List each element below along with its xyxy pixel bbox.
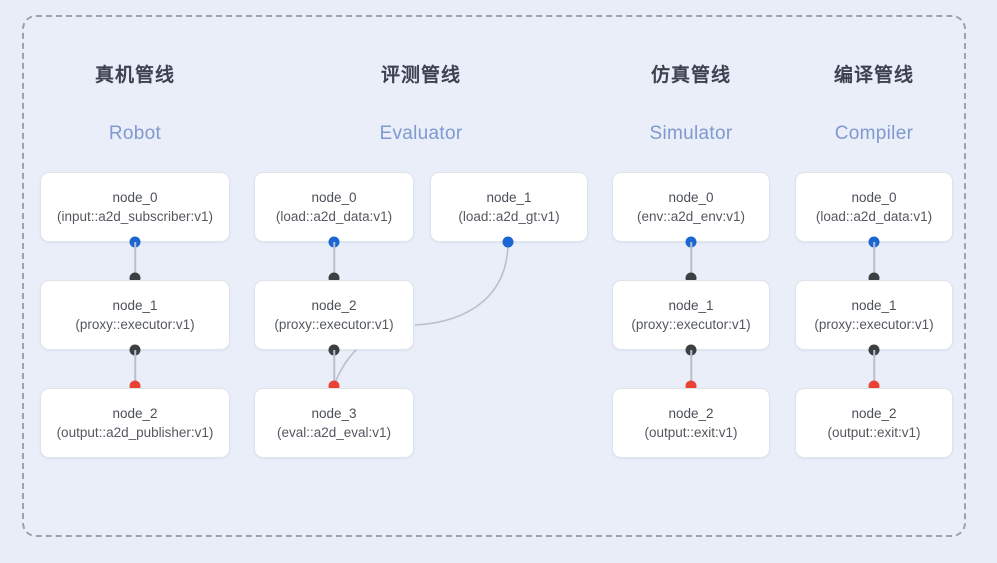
node-name: node_1 <box>851 297 897 313</box>
port-input-evaluator-2[interactable] <box>328 272 340 284</box>
node-name: node_0 <box>668 189 714 205</box>
edge-compiler-0-to-1 <box>873 242 875 278</box>
node-robot-1[interactable]: node_1 (proxy::executor:v1) <box>40 280 230 350</box>
node-type: (eval::a2d_eval:v1) <box>276 424 392 440</box>
port-input-compiler-2[interactable] <box>868 380 880 392</box>
port-input-evaluator-3[interactable] <box>328 380 340 392</box>
column-title-evaluator: 评测管线 <box>380 65 461 86</box>
node-type: (output::a2d_publisher:v1) <box>56 424 214 440</box>
node-name: node_2 <box>851 405 897 421</box>
pipeline-column-robot: 真机管线 Robot node_0 (input::a2d_subscriber… <box>40 0 230 563</box>
node-evaluator-3[interactable]: node_3 (eval::a2d_eval:v1) <box>254 388 414 458</box>
edge-evaluator-2-to-3 <box>333 350 335 386</box>
node-robot-2[interactable]: node_2 (output::a2d_publisher:v1) <box>40 388 230 458</box>
node-name: node_0 <box>311 189 357 205</box>
port-output-evaluator-gt[interactable] <box>502 236 514 248</box>
column-subtitle-evaluator: Evaluator <box>379 123 463 144</box>
node-type: (output::exit:v1) <box>827 424 921 440</box>
port-input-robot-2[interactable] <box>129 380 141 392</box>
node-name: node_0 <box>112 189 158 205</box>
node-evaluator-2[interactable]: node_2 (proxy::executor:v1) <box>254 280 414 350</box>
node-name: node_1 <box>486 189 532 205</box>
node-robot-0[interactable]: node_0 (input::a2d_subscriber:v1) <box>40 172 230 242</box>
column-title-compiler: 编译管线 <box>833 65 914 86</box>
port-input-robot-1[interactable] <box>129 272 141 284</box>
node-type: (proxy::executor:v1) <box>75 316 195 332</box>
node-name: node_2 <box>311 297 357 313</box>
node-name: node_2 <box>112 405 158 421</box>
node-type: (output::exit:v1) <box>644 424 738 440</box>
node-type: (input::a2d_subscriber:v1) <box>56 208 214 224</box>
port-input-compiler-1[interactable] <box>868 272 880 284</box>
node-simulator-0[interactable]: node_0 (env::a2d_env:v1) <box>612 172 770 242</box>
edge-simulator-0-to-1 <box>690 242 692 278</box>
edge-robot-0-to-1 <box>134 242 136 278</box>
node-type: (load::a2d_gt:v1) <box>458 208 560 224</box>
edge-compiler-1-to-2 <box>873 350 875 386</box>
column-subtitle-simulator: Simulator <box>649 123 733 144</box>
node-name: node_1 <box>112 297 158 313</box>
pipeline-column-simulator: 仿真管线 Simulator node_0 (env::a2d_env:v1) … <box>612 0 770 563</box>
node-type: (load::a2d_data:v1) <box>815 208 933 224</box>
column-subtitle-robot: Robot <box>108 123 162 144</box>
node-type: (env::a2d_env:v1) <box>636 208 746 224</box>
node-name: node_2 <box>668 405 714 421</box>
column-title-robot: 真机管线 <box>94 65 175 86</box>
node-evaluator-0[interactable]: node_0 (load::a2d_data:v1) <box>254 172 414 242</box>
pipeline-column-evaluator: 评测管线 Evaluator node_0 (load::a2d_data:v1… <box>254 0 588 563</box>
edge-robot-1-to-2 <box>134 350 136 386</box>
edge-evaluator-0-to-2 <box>333 242 335 278</box>
node-simulator-2[interactable]: node_2 (output::exit:v1) <box>612 388 770 458</box>
column-subtitle-compiler: Compiler <box>834 123 914 144</box>
edge-simulator-1-to-2 <box>690 350 692 386</box>
column-title-simulator: 仿真管线 <box>650 65 731 86</box>
node-type: (load::a2d_data:v1) <box>275 208 393 224</box>
node-simulator-1[interactable]: node_1 (proxy::executor:v1) <box>612 280 770 350</box>
node-type: (proxy::executor:v1) <box>814 316 934 332</box>
node-type: (proxy::executor:v1) <box>274 316 394 332</box>
node-compiler-0[interactable]: node_0 (load::a2d_data:v1) <box>795 172 953 242</box>
node-name: node_3 <box>311 405 357 421</box>
node-compiler-1[interactable]: node_1 (proxy::executor:v1) <box>795 280 953 350</box>
pipeline-column-compiler: 编译管线 Compiler node_0 (load::a2d_data:v1)… <box>795 0 953 563</box>
node-evaluator-gt[interactable]: node_1 (load::a2d_gt:v1) <box>430 172 588 242</box>
node-compiler-2[interactable]: node_2 (output::exit:v1) <box>795 388 953 458</box>
node-name: node_1 <box>668 297 714 313</box>
node-name: node_0 <box>851 189 897 205</box>
node-type: (proxy::executor:v1) <box>631 316 751 332</box>
port-input-simulator-2[interactable] <box>685 380 697 392</box>
port-input-simulator-1[interactable] <box>685 272 697 284</box>
